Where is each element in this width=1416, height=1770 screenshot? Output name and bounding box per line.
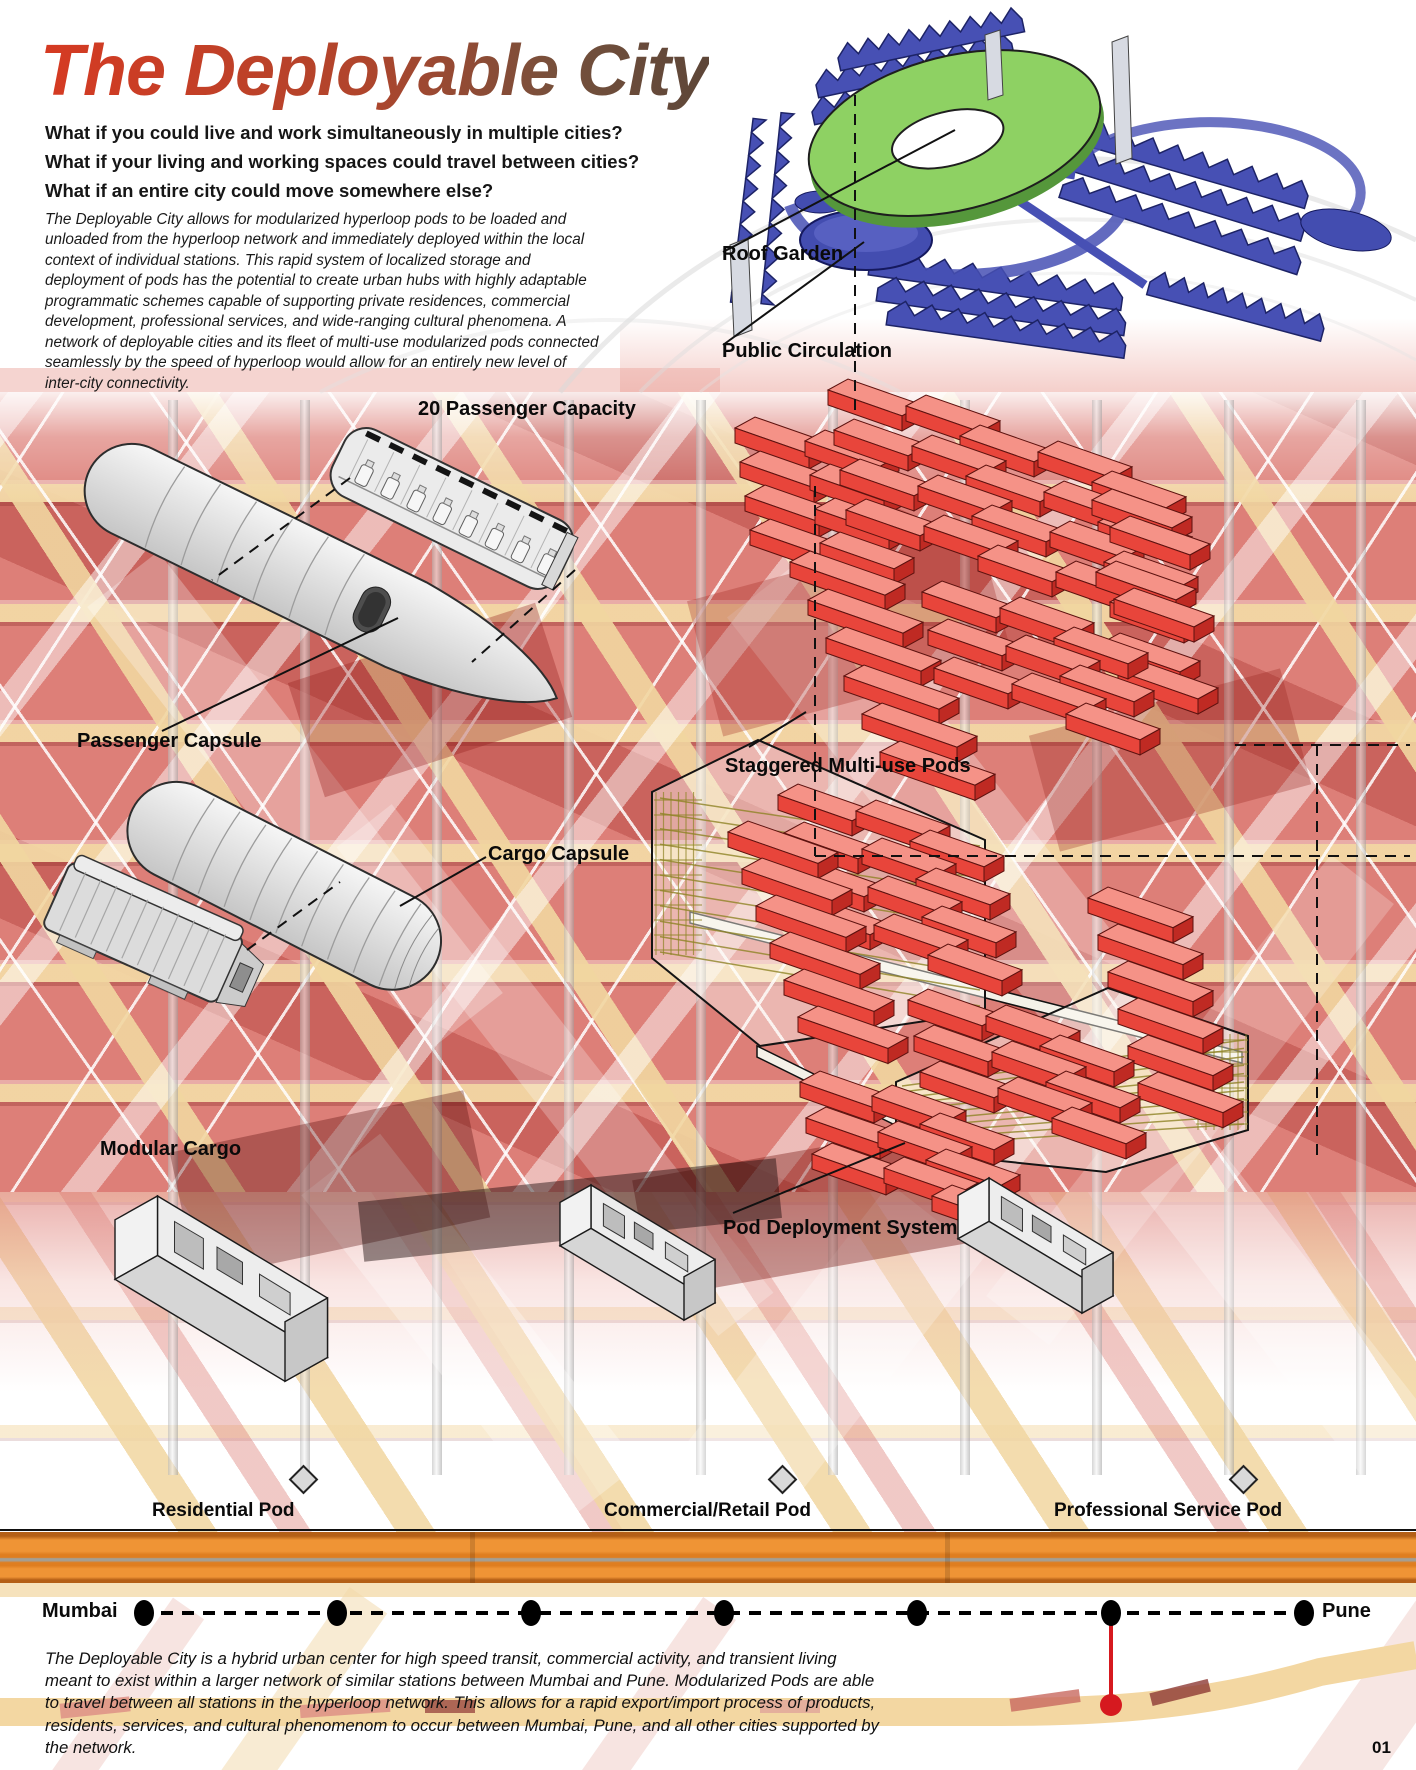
page-title: The Deployable City <box>40 31 710 111</box>
label-roof-garden: Roof Garden <box>722 243 844 265</box>
support-pole <box>1356 400 1366 1475</box>
route-end-label: Pune <box>1322 1600 1371 1622</box>
hyperloop-tube <box>0 1532 1416 1583</box>
label-passenger-capacity: 20 Passenger Capacity <box>418 398 636 420</box>
route-dashed-line <box>140 1611 1308 1615</box>
label-passenger-capsule: Passenger Capsule <box>77 730 262 752</box>
question-line: What if an entire city could move somewh… <box>45 180 494 201</box>
intro-paragraph: The Deployable City allows for modulariz… <box>45 211 599 392</box>
label-professional-pod: Professional Service Pod <box>1054 1500 1283 1521</box>
label-commercial-pod: Commercial/Retail Pod <box>604 1500 811 1521</box>
question-list: What if you could live and work simultan… <box>45 118 639 205</box>
question-line: What if you could live and work simultan… <box>45 122 623 143</box>
support-pole <box>168 400 178 1475</box>
label-pod-deployment: Pod Deployment System <box>723 1217 958 1239</box>
page-number: 01 <box>1372 1738 1391 1757</box>
label-modular-cargo: Modular Cargo <box>100 1138 242 1160</box>
footer-paragraph: The Deployable City is a hybrid urban ce… <box>45 1649 879 1757</box>
route-start-label: Mumbai <box>42 1600 118 1622</box>
support-pole <box>1224 400 1234 1475</box>
label-residential-pod: Residential Pod <box>152 1500 295 1521</box>
label-cargo-capsule: Cargo Capsule <box>488 843 630 865</box>
question-line: What if your living and working spaces c… <box>45 151 640 172</box>
label-public-circulation: Public Circulation <box>722 340 893 362</box>
label-staggered-pods: Staggered Multi-use Pods <box>725 755 971 777</box>
support-pole <box>564 400 574 1475</box>
tube-top-line <box>0 1529 1416 1531</box>
support-pole <box>300 400 310 1475</box>
tube-under-strip <box>0 1583 1416 1597</box>
